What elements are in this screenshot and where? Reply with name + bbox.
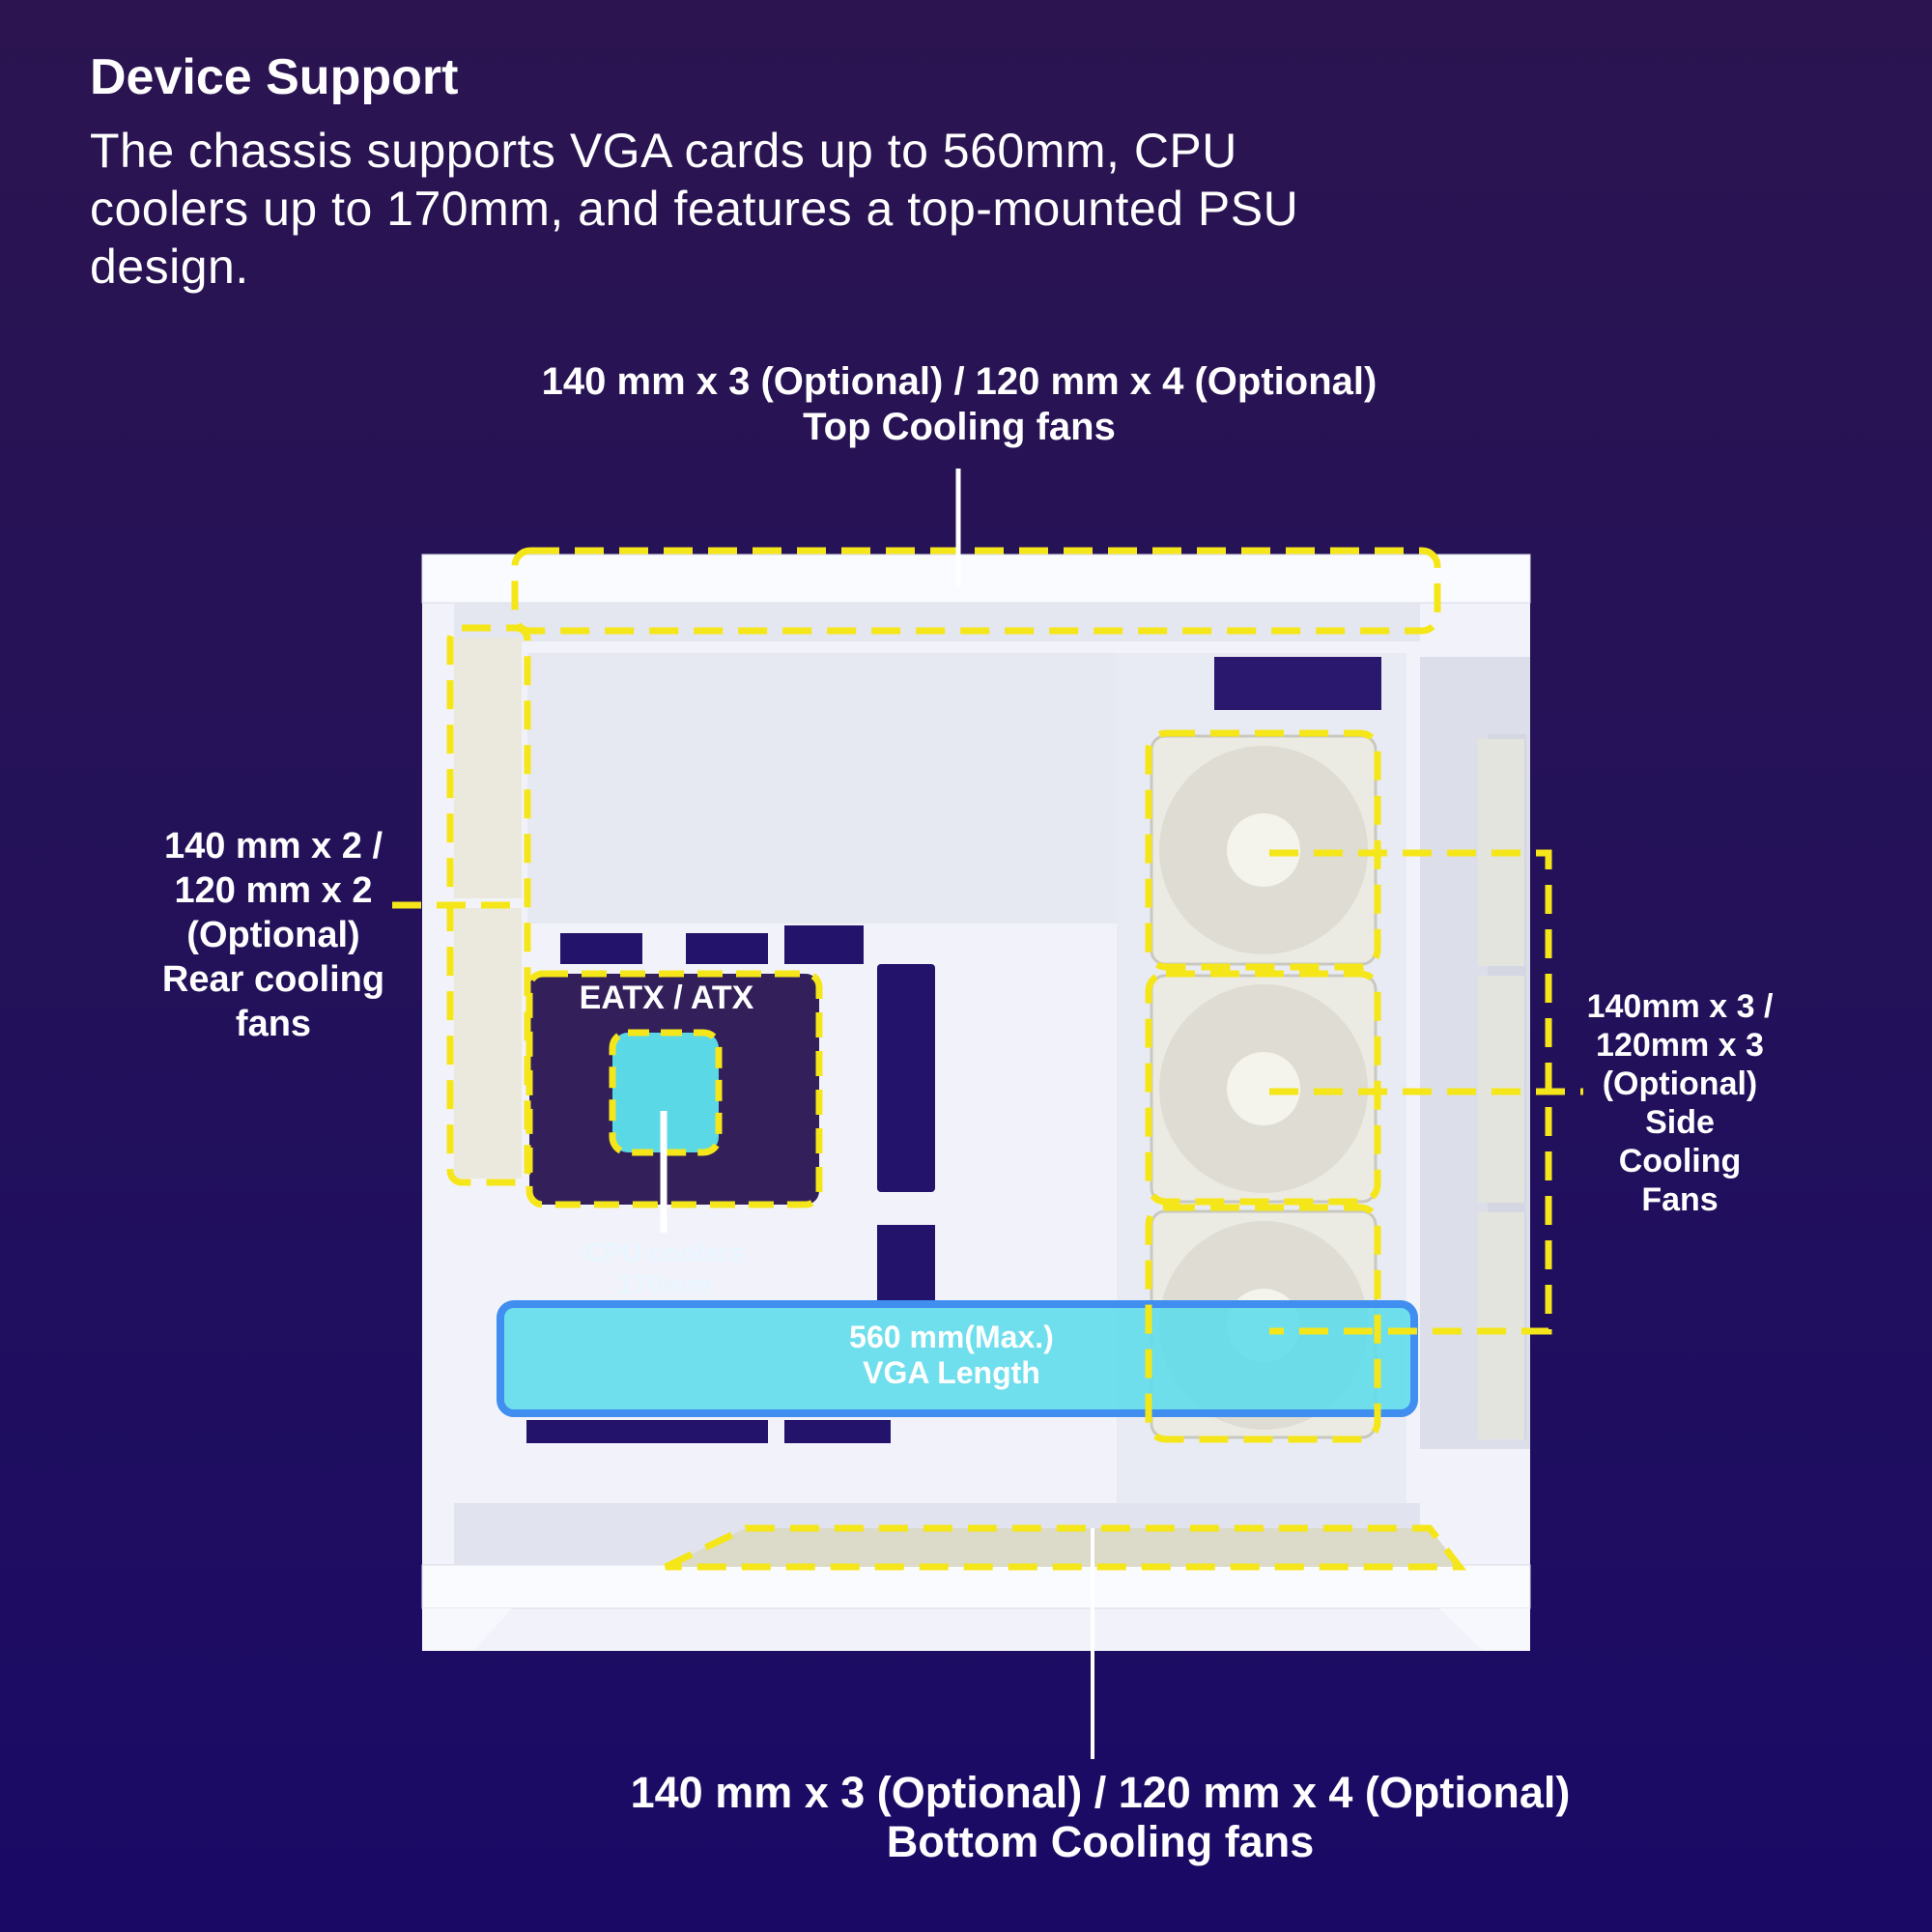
page-title: Device Support: [90, 49, 459, 105]
side-fan-1: [1150, 734, 1378, 966]
motherboard-label: EATX / ATX: [579, 980, 754, 1016]
vga-length-label: 560 mm(Max.) VGA Length: [849, 1320, 1054, 1390]
rear-fans-label: 140 mm x 2 / 120 mm x 2 (Optional) Rear …: [161, 826, 385, 1044]
description: The chassis supports VGA cards up to 560…: [90, 124, 1299, 294]
bottom-fans-label: 140 mm x 3 (Optional) / 120 mm x 4 (Opti…: [630, 1768, 1571, 1866]
vga-zone: [497, 1300, 1418, 1417]
top-fans-label: 140 mm x 3 (Optional) / 120 mm x 4 (Opti…: [541, 360, 1378, 448]
rear-fans: [454, 638, 522, 1179]
cpu-cooler-label: CPU coolers 170mm: [583, 1237, 746, 1299]
side-fans-label: 140mm x 3 / 120mm x 3 (Optional) Side Co…: [1586, 988, 1774, 1218]
highlight-outlines: [392, 547, 1583, 1571]
